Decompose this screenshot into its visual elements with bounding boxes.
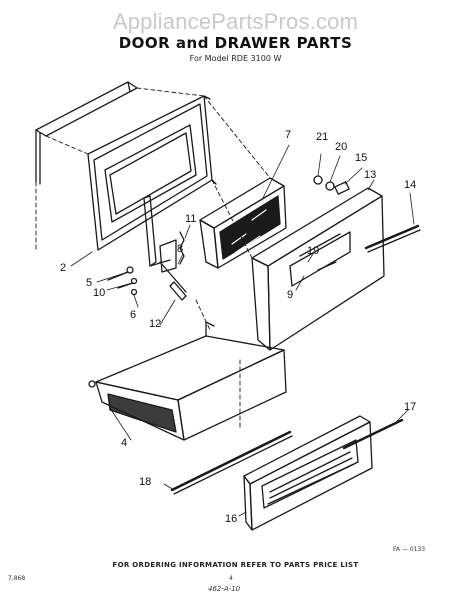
callout-16: 16: [225, 513, 237, 525]
screws: [107, 266, 138, 296]
alignment-lines: [35, 87, 271, 431]
callout-11: 11: [185, 213, 196, 225]
callout-14: 14: [404, 179, 416, 191]
callout-13: 13: [364, 169, 376, 181]
callout-10: 10: [93, 287, 105, 299]
drawer-rail: [170, 430, 293, 495]
callout-9: 9: [287, 289, 293, 301]
ordering-footer: FOR ORDERING INFORMATION REFER TO PARTS …: [112, 561, 359, 569]
handwritten-note: 462-A-10: [208, 585, 241, 593]
callout-7: 7: [285, 129, 291, 141]
callout-leaders: [70, 144, 415, 517]
callout-4: 4: [121, 437, 127, 449]
callout-5: 5: [86, 277, 92, 289]
callout-17: 17: [404, 401, 416, 413]
drawer-handle: [342, 418, 404, 450]
page-number: 4: [229, 575, 233, 582]
drawer-front-panel: [243, 415, 373, 531]
callout-21: 21: [316, 131, 328, 143]
hinge-spring: [179, 231, 185, 265]
door-glass-window: [199, 177, 287, 269]
callout-labels: 2 4 5 6 7 8 9 10 11 12 13 14 15 16 17 18…: [60, 129, 416, 525]
door-hinge: [143, 195, 187, 301]
left-code: 7,868: [8, 575, 26, 582]
callout-2: 2: [60, 262, 66, 274]
door-inner-panel: [87, 95, 217, 251]
door-handle: [364, 224, 421, 253]
diagram-title: DOOR and DRAWER PARTS: [118, 34, 353, 52]
watermark: AppliancePartsPros.com: [112, 9, 359, 34]
callout-12: 12: [149, 318, 161, 330]
model-subtitle: For Model RDE 3100 W: [189, 54, 282, 63]
callout-18: 18: [139, 476, 151, 488]
outer-door-panel: [251, 187, 385, 351]
drawer-box: [88, 321, 287, 441]
callout-20: 20: [335, 141, 347, 153]
callout-6: 6: [130, 309, 136, 321]
callout-15: 15: [355, 152, 367, 164]
callout-19: 19: [307, 245, 319, 257]
figure-code: FA — 0133: [393, 546, 426, 553]
callout-8: 8: [177, 243, 183, 255]
